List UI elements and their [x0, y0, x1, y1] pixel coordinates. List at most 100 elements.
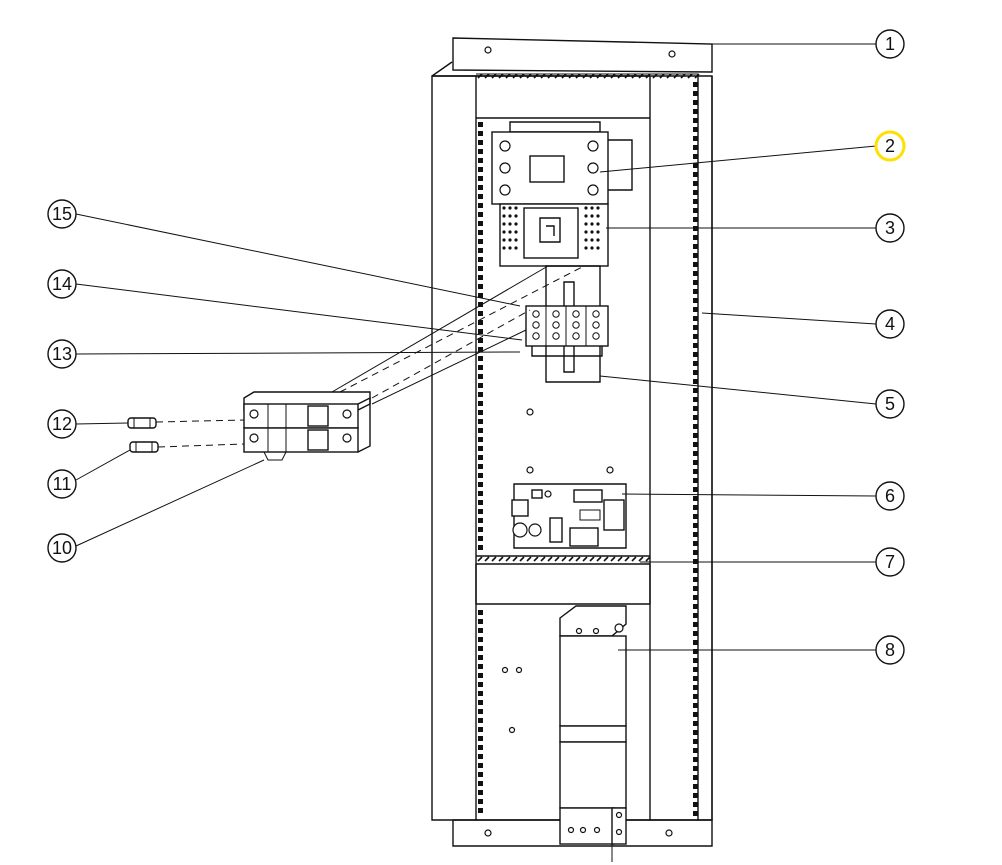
- terminal-dot: [514, 246, 518, 250]
- divider-hatch-mark: [575, 556, 581, 562]
- rail-slot: [693, 667, 698, 672]
- rail-slot: [693, 397, 698, 402]
- callout-14: 14: [47, 269, 77, 299]
- terminal-dot: [590, 206, 594, 210]
- rail-slot: [478, 763, 483, 768]
- rail-slot: [478, 176, 483, 181]
- rail-slot: [693, 712, 698, 717]
- rail-slot: [478, 338, 483, 343]
- terminal-dot: [584, 214, 588, 218]
- rail-slot: [693, 514, 698, 519]
- rail-slot: [478, 149, 483, 154]
- rail-slot: [693, 235, 698, 240]
- rail-slot: [693, 208, 698, 213]
- rail-slot: [478, 374, 483, 379]
- rail-slot: [693, 460, 698, 465]
- rail-slot: [693, 622, 698, 627]
- terminal-screw: [532, 332, 540, 340]
- rail-slot: [478, 257, 483, 262]
- rail-slot: [478, 473, 483, 478]
- rail-slot: [693, 793, 698, 798]
- rail-slot: [693, 325, 698, 330]
- rail-slot: [478, 347, 483, 352]
- rail-slot: [478, 203, 483, 208]
- rail-slot: [478, 356, 483, 361]
- rail-slot: [693, 388, 698, 393]
- top-hatch-mark: [533, 73, 539, 79]
- rail-slot: [478, 464, 483, 469]
- rail-slot: [478, 509, 483, 514]
- rail-slot: [693, 568, 698, 573]
- rail-slot: [478, 718, 483, 723]
- top-hatch-mark: [617, 73, 623, 79]
- top-hatch-mark: [519, 73, 525, 79]
- terminal-dot: [508, 222, 512, 226]
- terminal-dot: [514, 206, 518, 210]
- rail-slot: [693, 676, 698, 681]
- top-hatch-mark: [638, 73, 644, 79]
- terminal-block-screws: [532, 310, 600, 340]
- rail-slot: [693, 703, 698, 708]
- rail-slot: [478, 754, 483, 759]
- rail-slot: [693, 343, 698, 348]
- fuse-holder: [243, 391, 371, 461]
- rail-slot: [693, 541, 698, 546]
- top-hatch-mark: [680, 73, 686, 79]
- transformer: [559, 605, 627, 862]
- terminal-screw: [572, 310, 580, 318]
- rail-slot: [478, 185, 483, 190]
- divider-hatch-mark: [568, 556, 574, 562]
- rail-slot: [693, 604, 698, 609]
- rail-slot: [693, 550, 698, 555]
- terminal-screw: [532, 321, 540, 329]
- rail-slot: [478, 709, 483, 714]
- rail-slot: [478, 790, 483, 795]
- rail-slot: [478, 491, 483, 496]
- callout-4: 4: [875, 309, 905, 339]
- rail-slot: [478, 655, 483, 660]
- divider-hatch-mark: [610, 556, 616, 562]
- rail-slot: [478, 320, 483, 325]
- top-hatch-mark: [589, 73, 595, 79]
- terminal-dot: [584, 222, 588, 226]
- callout-label: 7: [885, 552, 895, 572]
- rail-slot: [693, 433, 698, 438]
- rail-slot: [693, 775, 698, 780]
- top-hatch-mark: [561, 73, 567, 79]
- rail-slot: [693, 595, 698, 600]
- rail-slot: [693, 721, 698, 726]
- terminal-dot: [502, 222, 506, 226]
- top-hatch-mark: [603, 73, 609, 79]
- rail-slot: [478, 284, 483, 289]
- fuse-upper: [127, 417, 157, 429]
- rail-slot: [693, 649, 698, 654]
- rail-slot: [693, 217, 698, 222]
- rail-slot: [693, 748, 698, 753]
- rail-slot: [693, 478, 698, 483]
- top-hatch-mark: [596, 73, 602, 79]
- rail-slot: [478, 428, 483, 433]
- terminal-dot: [508, 230, 512, 234]
- rail-slot: [478, 745, 483, 750]
- callout-label: 1: [885, 34, 895, 54]
- fuse-lower: [129, 441, 159, 453]
- rail-slot: [478, 628, 483, 633]
- top-hatch-mark: [547, 73, 553, 79]
- rail-slot: [478, 194, 483, 199]
- rail-slot: [693, 802, 698, 807]
- rail-slot: [693, 352, 698, 357]
- callout-13: 13: [47, 339, 77, 369]
- callout-label: 13: [52, 344, 72, 364]
- terminal-dot: [596, 214, 600, 218]
- rail-slot: [478, 536, 483, 541]
- rail-slot: [478, 365, 483, 370]
- rail-slot: [478, 736, 483, 741]
- rail-slot: [478, 799, 483, 804]
- terminal-screw: [592, 310, 600, 318]
- divider-hatch-mark: [645, 556, 651, 562]
- rail-slot: [693, 82, 698, 87]
- rail-slot: [693, 523, 698, 528]
- rail-slot: [478, 527, 483, 532]
- divider-hatch-mark: [554, 556, 560, 562]
- terminal-dot: [514, 230, 518, 234]
